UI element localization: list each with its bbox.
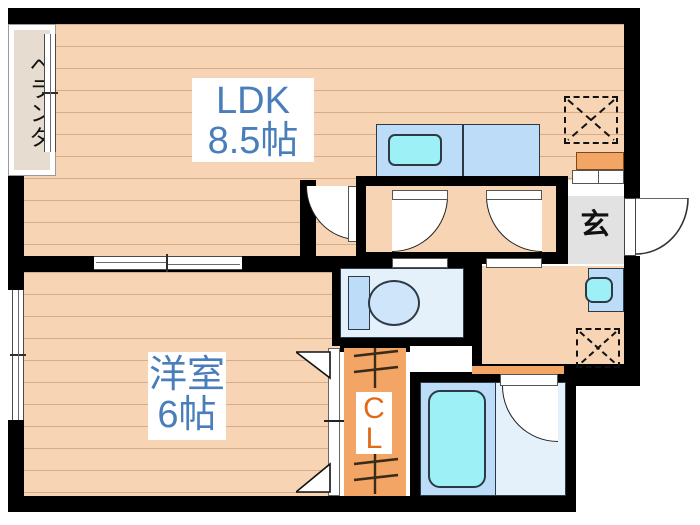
wall-bottom-left [8, 496, 338, 512]
overhead-storage-washroom [576, 328, 620, 368]
washbasin-bowl [585, 277, 613, 303]
bath-lintel [472, 366, 564, 374]
genkan [566, 196, 624, 264]
room-label-ldk: LDK 8.5帖 [192, 78, 314, 162]
closet-label: C L [356, 392, 392, 454]
washroom-door-opening[interactable] [486, 258, 542, 268]
ldk-washitsu-door-rail [96, 262, 166, 263]
shoe-cabinet-door-split [598, 170, 599, 184]
wall-washroom-left [472, 264, 482, 372]
wall-right-lower [560, 372, 640, 386]
wall-hall-top [356, 176, 568, 186]
closet-fold-arrow-bottom [293, 462, 332, 494]
entrance-door-swing[interactable] [635, 197, 692, 256]
closet-rod-top [340, 348, 410, 388]
ldk-washitsu-door-rail2 [168, 264, 240, 265]
wall-top [8, 8, 640, 24]
kitchen-sink [388, 134, 442, 166]
toilet-door-panel[interactable] [392, 190, 448, 200]
washroom-door-panel[interactable] [486, 190, 542, 200]
genkan-label: 玄 [580, 209, 610, 241]
entrance-door-panel[interactable] [624, 198, 636, 256]
toilet-door-opening[interactable] [392, 258, 448, 268]
wall-genkan-left [556, 180, 568, 264]
wall-left-lower [8, 162, 24, 290]
ldk-washitsu-sliding-door[interactable] [94, 256, 242, 270]
toilet-tank [348, 276, 370, 330]
overhead-storage-ldk [564, 96, 618, 144]
room-label-washitsu: 洋室 6帖 [148, 352, 226, 440]
wall-right-genkan [624, 180, 640, 200]
wall-right-upper [624, 8, 640, 180]
shoe-cabinet [576, 152, 624, 170]
wall-hall-left [356, 176, 366, 258]
kitchen-counter-divider [462, 124, 464, 180]
bathtub [428, 390, 486, 488]
wall-left-bottom [8, 420, 24, 512]
closet-fold-arrow-top [293, 350, 332, 380]
washitsu-window-mullion [18, 290, 19, 420]
closet-rod-bottom [340, 452, 410, 494]
closet-folding-door[interactable] [328, 348, 340, 496]
wall-right-genkan2 [624, 256, 640, 372]
closet-door-handle [324, 420, 344, 422]
bathroom-door-panel[interactable] [500, 374, 558, 386]
ldk-washitsu-door-sash [166, 254, 168, 272]
room-washitsu [24, 272, 340, 496]
veranda-window-mullion [50, 34, 51, 152]
toilet-bowl [368, 280, 420, 326]
